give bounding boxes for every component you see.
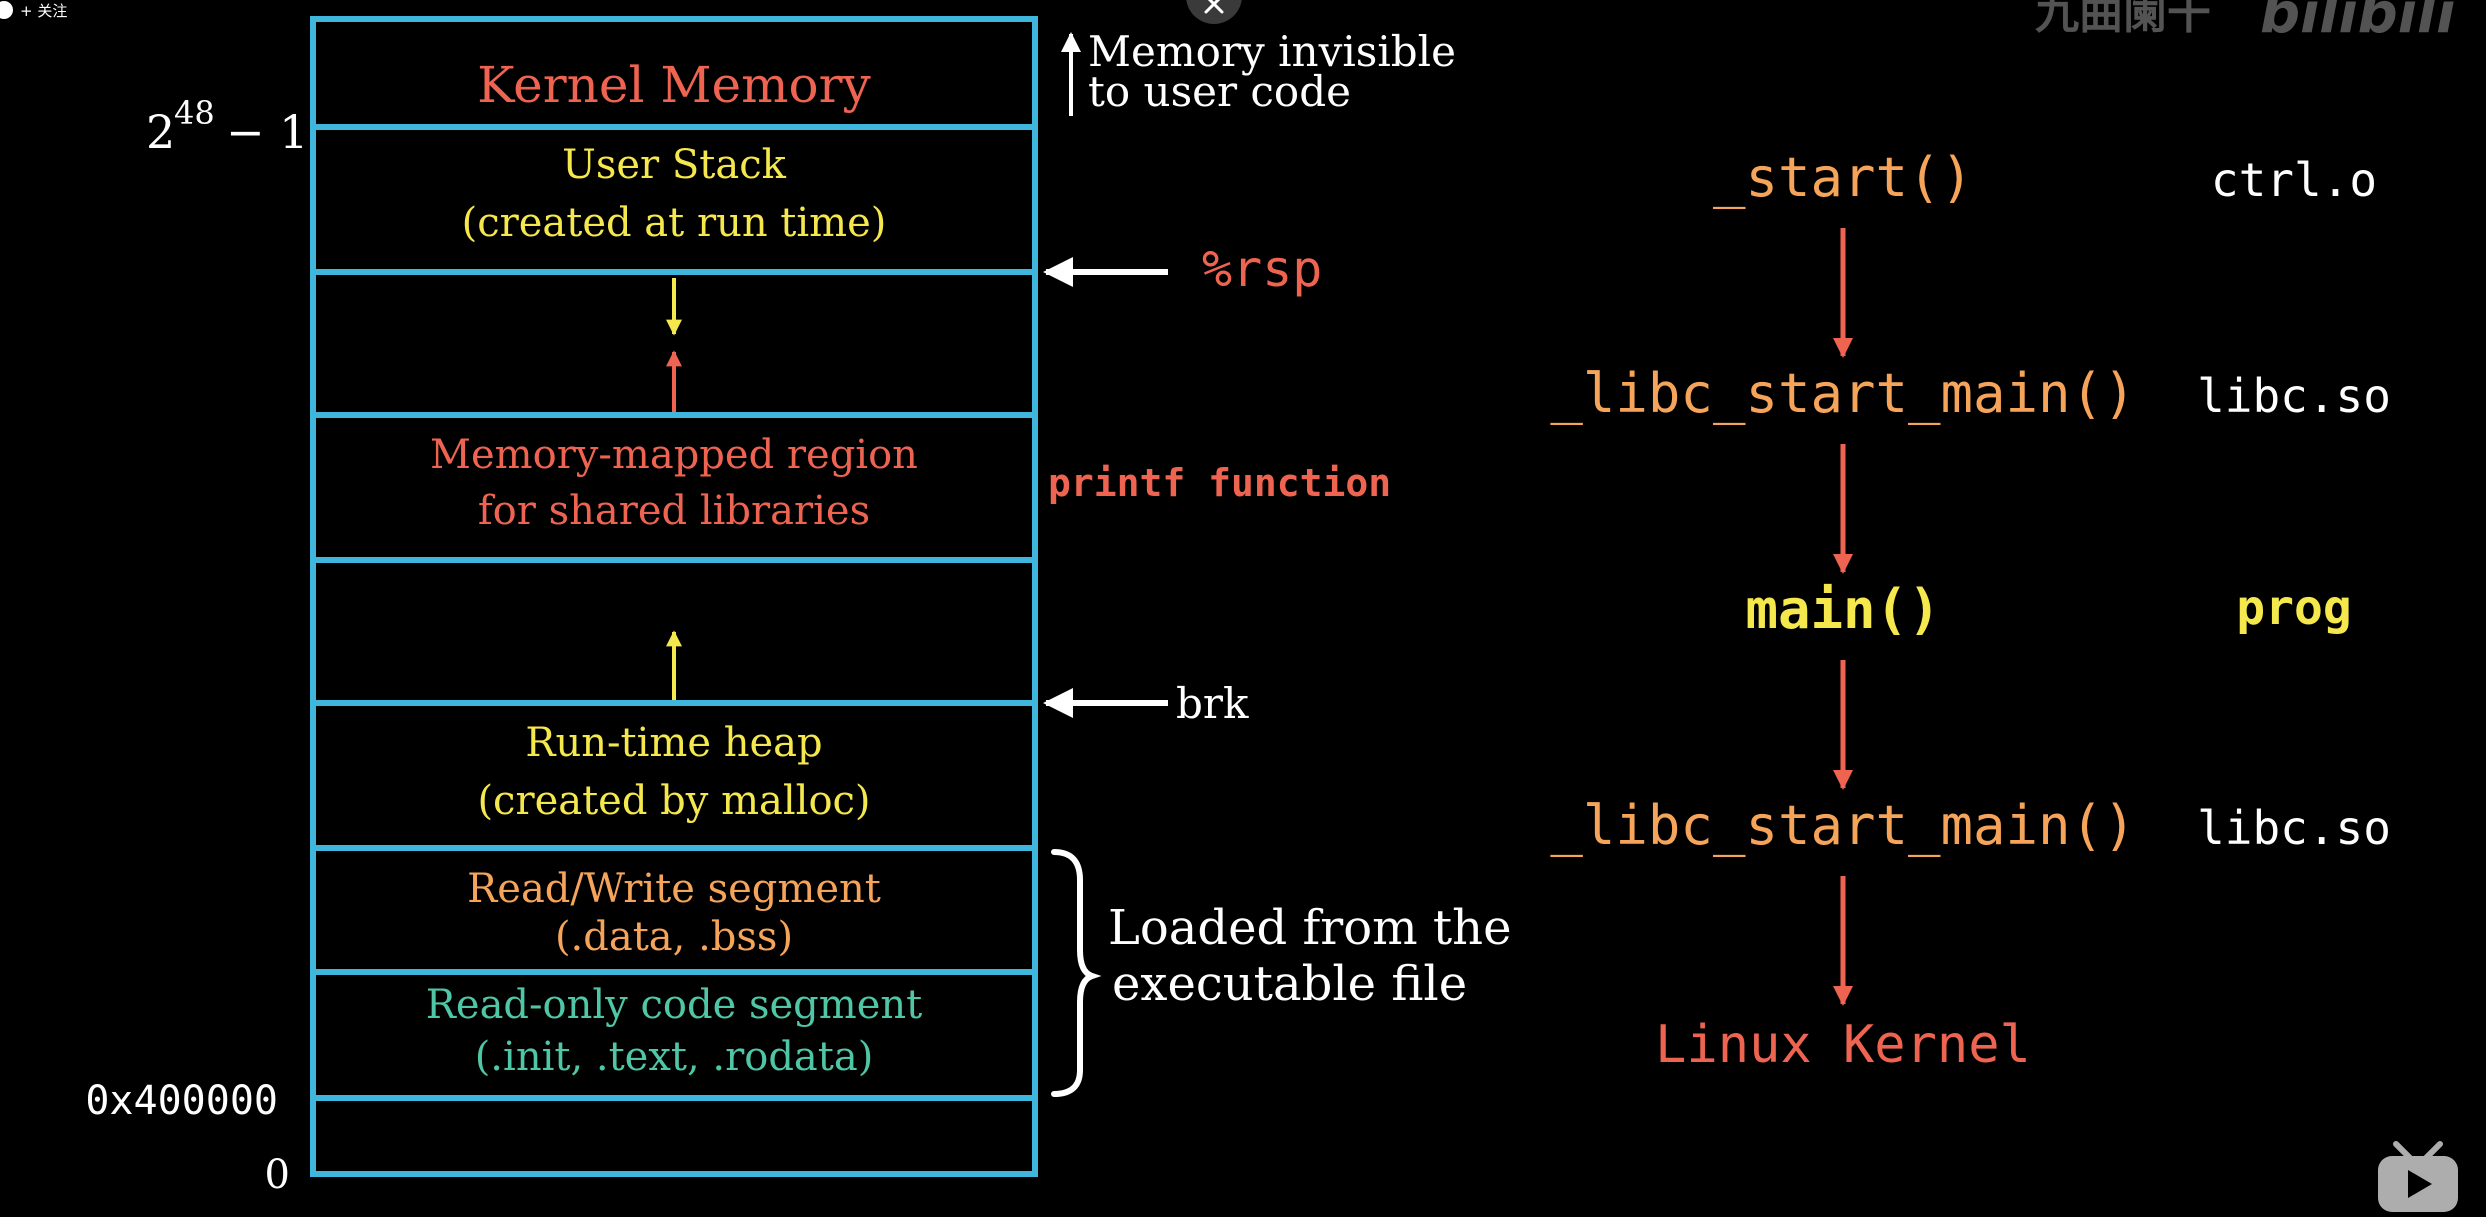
call-main-func: main(): [1745, 578, 1940, 641]
close-button[interactable]: [1186, 0, 1242, 24]
user-stack-label: User Stack: [562, 142, 786, 188]
close-icon: [1204, 0, 1224, 14]
svg-text:− 1: − 1: [226, 105, 308, 159]
follow-badge[interactable]: + 关注: [0, 1, 67, 20]
rw-segment-note: (.data, .bss): [555, 914, 793, 960]
brk-label: brk: [1176, 679, 1249, 728]
rsp-label: %rsp: [1202, 240, 1322, 298]
ro-segment-label: Read-only code segment: [426, 982, 922, 1028]
ro-segment-note: (.init, .text, .rodata): [475, 1034, 874, 1080]
avatar: [0, 1, 13, 19]
svg-text:2: 2: [146, 105, 175, 159]
follow-label: + 关注: [20, 2, 67, 20]
printf-label: printf function: [1048, 461, 1391, 505]
call-kernel-label: Linux Kernel: [1655, 1015, 2031, 1075]
kernel-memory-label: Kernel Memory: [477, 56, 871, 114]
mmap-region-note: for shared libraries: [478, 488, 870, 534]
bilibili-tv-icon[interactable]: [2378, 1141, 2458, 1212]
heap-note: (created by malloc): [477, 778, 870, 824]
watermark-text: 九曲阑干: [2035, 0, 2211, 39]
memory-layout-box: [310, 16, 1038, 1177]
rw-segment-label: Read/Write segment: [467, 866, 881, 912]
kernel-note-line1: Memory invisible: [1088, 27, 1456, 76]
address-zero: 0: [265, 1152, 290, 1198]
call-libc-module: libc.so: [2197, 369, 2391, 423]
loaded-from-line1: Loaded from the: [1108, 900, 1512, 956]
address-code-start: 0x400000: [85, 1078, 278, 1124]
kernel-note-line2: to user code: [1088, 67, 1351, 116]
user-stack-note: (created at run time): [462, 200, 887, 246]
call-main-module: prog: [2236, 580, 2352, 636]
call-libc-func: _libc_start_main(): [1550, 362, 2135, 425]
call-start-module: ctrl.o: [2211, 153, 2377, 207]
bilibili-logo: bilibili: [2260, 0, 2456, 46]
loaded-from-line2: executable file: [1112, 956, 1467, 1012]
mmap-region-label: Memory-mapped region: [430, 432, 918, 478]
executable-brace: [1051, 849, 1102, 1097]
call-libc-return-module: libc.so: [2197, 801, 2391, 855]
call-start-func: _start(): [1713, 146, 1973, 209]
address-top: 2 48 − 1: [146, 94, 308, 159]
heap-label: Run-time heap: [525, 720, 822, 766]
call-libc-return-func: _libc_start_main(): [1550, 794, 2135, 857]
svg-text:48: 48: [174, 94, 215, 132]
